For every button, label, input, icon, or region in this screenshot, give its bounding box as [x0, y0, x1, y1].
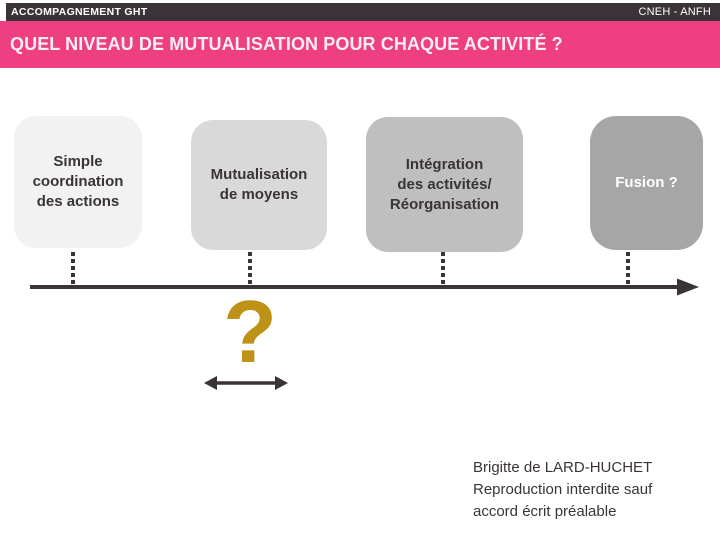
credit-text: Brigitte de LARD-HUCHET Reproduction int… [473, 459, 653, 520]
title-banner: QUEL NIVEAU DE MUTUALISATION POUR CHAQUE… [0, 21, 720, 68]
slide-title: QUEL NIVEAU DE MUTUALISATION POUR CHAQUE… [10, 34, 563, 54]
dashed-connector-4 [626, 252, 630, 285]
range-double-arrow-icon [204, 376, 288, 390]
level-box-mutualisation-moyens: Mutualisation de moyens [191, 120, 327, 250]
timeline-axis-arrow [30, 278, 699, 296]
question-mark: ? [223, 282, 277, 381]
top-bar: ACCOMPAGNEMENT GHT CNEH - ANFH [6, 3, 720, 21]
level-box-integration-reorganisation: Intégration des activités/ Réorganisatio… [366, 117, 523, 252]
level-box-fusion: Fusion ? [590, 116, 703, 250]
top-bar-right-label: CNEH - ANFH [638, 6, 711, 18]
level-box-simple-coordination: Simple coordination des actions [14, 116, 142, 248]
dashed-connector-1 [71, 252, 75, 285]
dashed-connector-3 [441, 252, 445, 285]
dashed-connector-2 [248, 252, 252, 285]
top-bar-left-label: ACCOMPAGNEMENT GHT [11, 6, 148, 18]
